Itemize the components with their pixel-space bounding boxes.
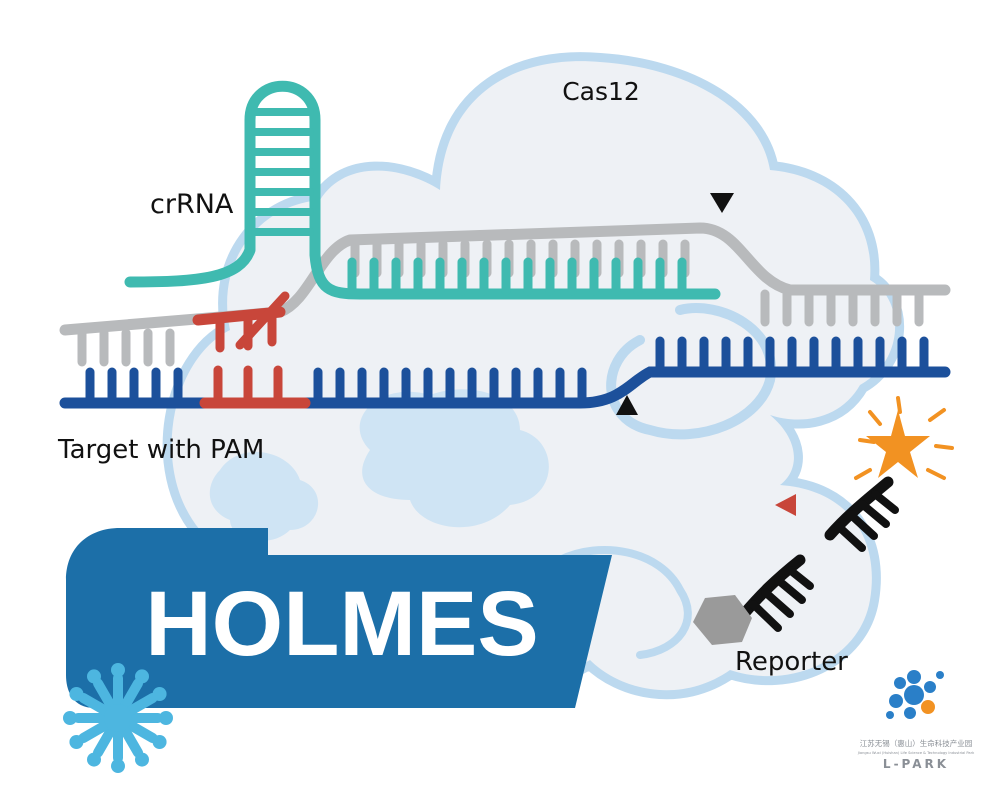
flower-dot bbox=[63, 711, 77, 725]
flower-dot bbox=[87, 669, 101, 684]
reporter-base bbox=[761, 588, 794, 618]
holmes-banner: HOLMES bbox=[66, 528, 612, 708]
reporter-base bbox=[774, 576, 806, 604]
cas12-label: Cas12 bbox=[562, 77, 640, 106]
flower-dot bbox=[152, 735, 167, 749]
logo-blob bbox=[904, 707, 916, 719]
spark-ray bbox=[858, 438, 876, 444]
crrna-strand bbox=[124, 80, 721, 300]
reporter-label: Reporter bbox=[735, 647, 848, 677]
flower-petal bbox=[93, 678, 116, 711]
reporter-bases bbox=[749, 566, 814, 632]
flower-dot bbox=[69, 735, 84, 749]
flower-petal bbox=[120, 725, 143, 758]
banner-title: HOLMES bbox=[145, 573, 539, 675]
logo-line-2: Jiangsu Wuxi (Huishan) Life Science & Te… bbox=[857, 751, 975, 755]
reporter-molecule bbox=[693, 396, 954, 645]
reporter-base bbox=[858, 500, 890, 528]
crrna-backbone bbox=[124, 80, 721, 300]
lpark-logo: 江苏无锡（惠山）生命科技产业园 Jiangsu Wuxi (Huishan) L… bbox=[857, 670, 975, 771]
flower-petal bbox=[78, 693, 111, 716]
flower-dot bbox=[69, 687, 84, 701]
cloud-inner-lobe bbox=[359, 389, 549, 528]
spark-rays bbox=[854, 396, 954, 480]
flower-dot bbox=[111, 663, 125, 677]
logo-blob bbox=[921, 700, 935, 714]
crrna-label: crRNA bbox=[150, 189, 234, 220]
reporter-base bbox=[846, 510, 878, 540]
flower-petal bbox=[78, 720, 111, 743]
star-burst-icon bbox=[854, 396, 954, 480]
splash-flower-icon bbox=[63, 663, 173, 773]
flower-petal bbox=[120, 678, 143, 711]
cloud-inner-lobe bbox=[556, 546, 692, 659]
crrna-bases bbox=[347, 257, 687, 296]
flower-center bbox=[104, 704, 132, 732]
spark-ray bbox=[934, 444, 954, 450]
crrna-hairpin-bases bbox=[251, 108, 314, 236]
target-strand bbox=[59, 291, 951, 409]
logo-blob bbox=[894, 677, 906, 689]
flower-petal bbox=[125, 693, 158, 716]
reporter-base bbox=[834, 522, 866, 552]
flower-dot bbox=[135, 669, 149, 684]
flower-dot bbox=[111, 759, 125, 773]
reporter-fluorophore-fragment bbox=[824, 396, 954, 552]
flower-dot bbox=[152, 687, 167, 701]
logo-blob bbox=[924, 681, 936, 693]
spark-ray bbox=[926, 468, 946, 480]
flower-dot bbox=[135, 752, 149, 767]
cleavage-triangle-icon bbox=[616, 395, 638, 415]
logo-blob bbox=[907, 670, 921, 684]
reporter-backbone bbox=[824, 476, 894, 541]
star-burst-icon bbox=[866, 410, 930, 478]
non-target-backbone bbox=[59, 222, 951, 336]
banner-shape bbox=[66, 528, 612, 708]
reporter-base bbox=[749, 600, 782, 632]
reporter-base bbox=[786, 566, 814, 590]
target-label: Target with PAM bbox=[57, 435, 264, 465]
spark-ray bbox=[854, 468, 872, 480]
spark-ray bbox=[896, 396, 902, 414]
flower-dot bbox=[159, 711, 173, 725]
cleavage-triangle-icon bbox=[775, 494, 796, 516]
flower-petal bbox=[93, 725, 116, 758]
reporter-backbone bbox=[737, 554, 806, 621]
hexagon-icon bbox=[693, 595, 752, 645]
flower-petal bbox=[125, 720, 158, 743]
target-bases bbox=[85, 336, 929, 405]
pam-region bbox=[192, 291, 311, 409]
logo-blob bbox=[886, 711, 894, 719]
logo-wordmark: L-PARK bbox=[883, 757, 949, 771]
reporter-base bbox=[871, 490, 899, 514]
cloud-body bbox=[171, 61, 896, 691]
spark-ray bbox=[928, 408, 946, 422]
logo-blob bbox=[936, 671, 944, 679]
lpark-splash-icon bbox=[886, 670, 944, 719]
cloud-inner-lobe bbox=[606, 303, 777, 440]
flower-dot bbox=[87, 752, 101, 767]
cleavage-triangle-icon bbox=[710, 193, 734, 213]
logo-blob bbox=[889, 694, 903, 708]
reporter-bases bbox=[834, 490, 899, 552]
logo-line-1: 江苏无锡（惠山）生命科技产业园 bbox=[860, 738, 973, 748]
logo-blob bbox=[904, 685, 924, 705]
spark-ray bbox=[868, 410, 882, 426]
reporter-quencher-fragment bbox=[693, 554, 814, 645]
pam-linker bbox=[235, 291, 290, 350]
cloud-inner-lobe bbox=[209, 451, 319, 541]
